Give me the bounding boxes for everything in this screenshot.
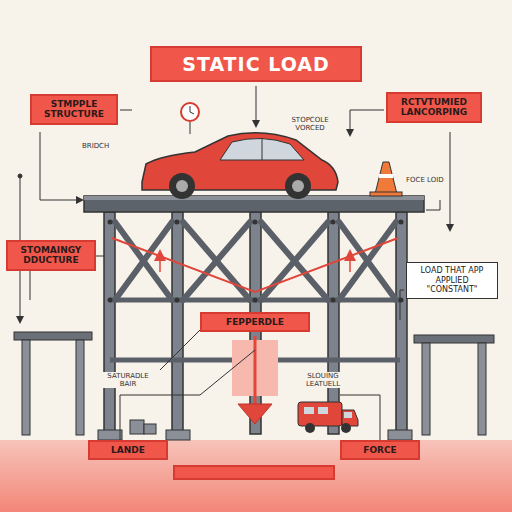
title-box: STATIC LOAD bbox=[150, 46, 362, 82]
small-label: FOCE LOID bbox=[404, 176, 446, 184]
callout-box: RCTVTUMIED LANCORPING bbox=[386, 92, 482, 123]
note-box: LOAD THAT APP APPLIED "CONSTANT" bbox=[406, 262, 498, 299]
box-text: FEPPERDLE bbox=[226, 317, 284, 327]
small-label: BRIDCH bbox=[80, 142, 111, 150]
callout-box: LANDE bbox=[88, 440, 168, 460]
callout-box: STOMAINGY DDUCTURE bbox=[6, 240, 96, 271]
callout-box: FEPPERDLE bbox=[200, 312, 310, 332]
callout-box: FORCE bbox=[340, 440, 420, 460]
box-text: LANDE bbox=[111, 445, 145, 455]
small-label: SATURADLE BAIR bbox=[96, 372, 160, 388]
box-text: FORCE bbox=[363, 445, 396, 455]
box-text: LOAD THAT APP APPLIED "CONSTANT" bbox=[411, 266, 493, 295]
box-text: STMPPLE STRUCTURE bbox=[36, 99, 112, 120]
small-label: SLOUING LEATUELL bbox=[290, 372, 356, 388]
small-label: STOPCOLE VORCED bbox=[278, 116, 342, 132]
callout-box: STMPPLE STRUCTURE bbox=[30, 94, 118, 125]
box-text: STOMAINGY DDUCTURE bbox=[12, 245, 90, 266]
box-text: RCTVTUMIED LANCORPING bbox=[392, 97, 476, 118]
